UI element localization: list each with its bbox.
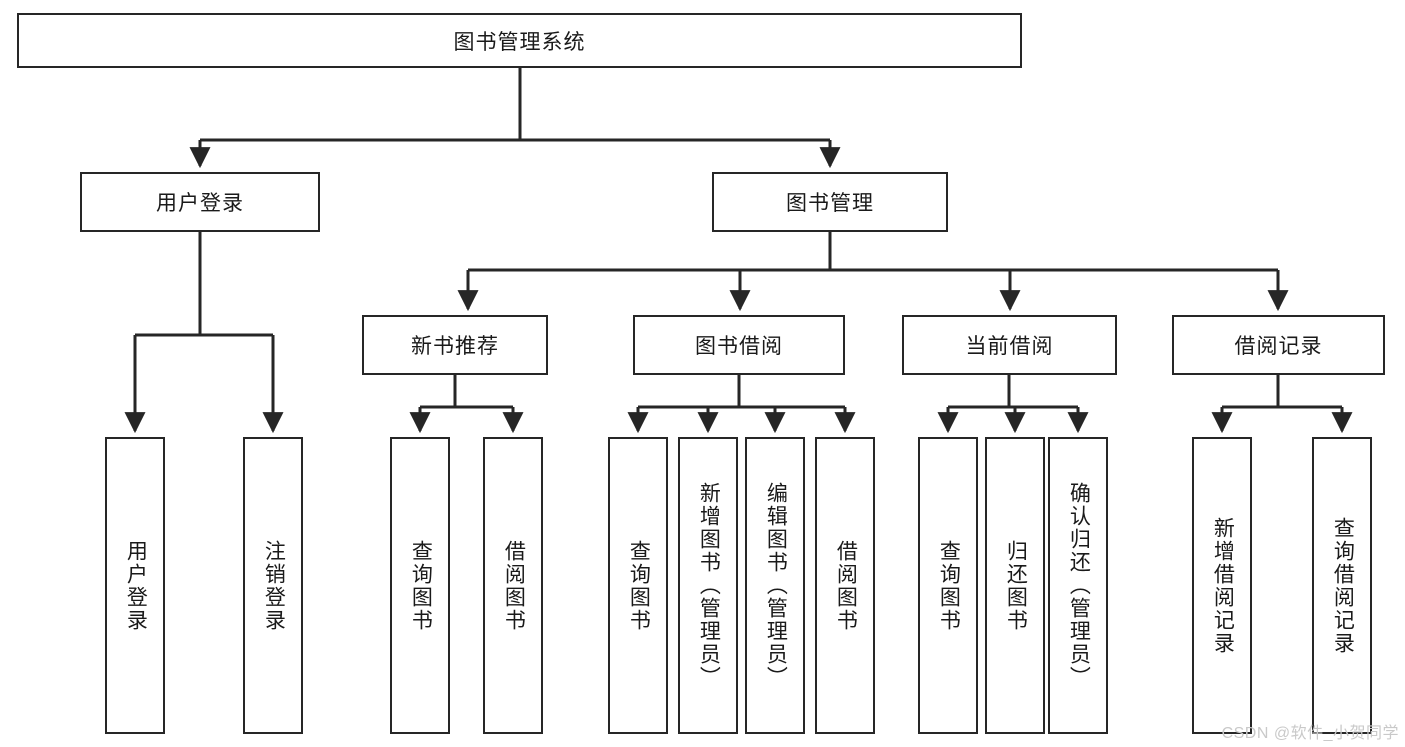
leaf-logout[interactable]: 注销登录 [243, 437, 303, 734]
leaf-edit-book-admin[interactable]: 编辑图书（管理员） [745, 437, 805, 734]
leaf-label: 借阅图书 [834, 539, 858, 632]
leaf-label: 查询图书 [937, 539, 961, 632]
leaf-lend-books[interactable]: 借阅图书 [815, 437, 875, 734]
node-new-book-recommend[interactable]: 新书推荐 [362, 315, 548, 375]
leaf-label: 用户登录 [124, 539, 148, 632]
leaf-borrow-books-recommend[interactable]: 借阅图书 [483, 437, 543, 734]
leaf-label: 查询借阅记录 [1331, 516, 1355, 655]
node-borrow-records[interactable]: 借阅记录 [1172, 315, 1385, 375]
leaf-query-books-recommend[interactable]: 查询图书 [390, 437, 450, 734]
leaf-return-books[interactable]: 归还图书 [985, 437, 1045, 734]
leaf-query-books-current[interactable]: 查询图书 [918, 437, 978, 734]
node-book-borrow[interactable]: 图书借阅 [633, 315, 845, 375]
csdn-watermark: CSDN @软件_小贺同学 [1221, 725, 1399, 742]
leaf-query-books-borrow[interactable]: 查询图书 [608, 437, 668, 734]
leaf-label: 确认归还（管理员） [1067, 482, 1091, 689]
leaf-label: 注销登录 [262, 539, 286, 632]
node-root[interactable]: 图书管理系统 [17, 13, 1022, 68]
leaf-query-borrow-record[interactable]: 查询借阅记录 [1312, 437, 1372, 734]
leaf-user-login[interactable]: 用户登录 [105, 437, 165, 734]
leaf-label: 借阅图书 [502, 539, 526, 632]
leaf-label: 查询图书 [409, 539, 433, 632]
leaf-add-borrow-record[interactable]: 新增借阅记录 [1192, 437, 1252, 734]
leaf-label: 归还图书 [1004, 539, 1028, 632]
leaf-label: 新增图书（管理员） [697, 482, 721, 689]
node-current-borrow[interactable]: 当前借阅 [902, 315, 1117, 375]
leaf-label: 编辑图书（管理员） [764, 482, 788, 689]
node-user-login[interactable]: 用户登录 [80, 172, 320, 232]
leaf-label: 新增借阅记录 [1211, 516, 1235, 655]
node-book-management[interactable]: 图书管理 [712, 172, 948, 232]
leaf-confirm-return-admin[interactable]: 确认归还（管理员） [1048, 437, 1108, 734]
leaf-add-book-admin[interactable]: 新增图书（管理员） [678, 437, 738, 734]
leaf-label: 查询图书 [627, 539, 651, 632]
